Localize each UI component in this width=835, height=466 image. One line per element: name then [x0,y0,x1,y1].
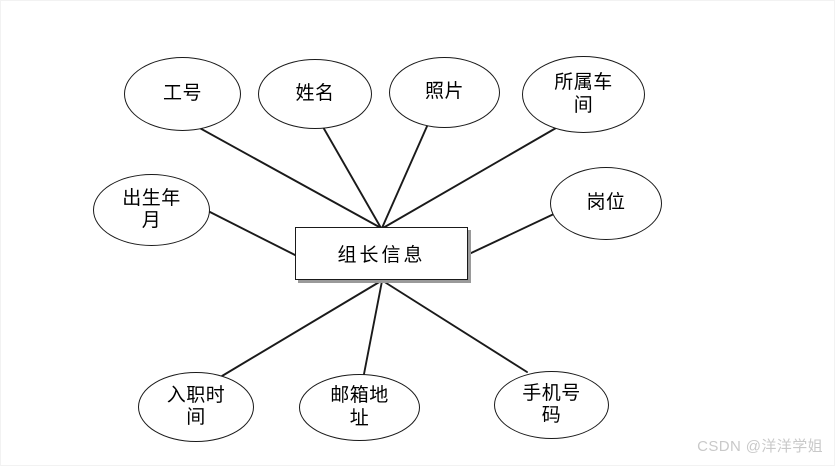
attribute-ellipse-gangwei[interactable]: 岗位 [550,167,662,240]
attribute-ellipse-suoshuchejian[interactable]: 所属车 间 [522,56,645,133]
edge-gonghao-to-entity [195,125,382,229]
attribute-ellipse-zhaopian[interactable]: 照片 [389,57,500,128]
entity-label: 组长信息 [337,245,426,266]
edge-ruzhishijian-to-entity [221,280,382,377]
attribute-label-youxiangdizhi: 邮箱地 址 [330,385,389,429]
edge-shoujihaoma-to-entity [382,280,528,373]
attribute-ellipse-xingming[interactable]: 姓名 [258,59,372,129]
csdn-watermark: CSDN @洋洋学姐 [697,438,823,455]
attribute-ellipse-shoujihaoma[interactable]: 手机号 码 [494,371,609,439]
attribute-label-suoshuchejian: 所属车 间 [554,72,613,116]
attribute-ellipse-gonghao[interactable]: 工号 [124,57,241,131]
attribute-label-zhaopian: 照片 [424,81,464,103]
attribute-label-gonghao: 工号 [162,82,202,104]
attribute-ellipse-ruzhishijian[interactable]: 入职时 间 [138,372,254,442]
edge-youxiangdizhi-to-entity [363,280,383,375]
edge-suoshuchejian-to-entity [382,127,557,229]
attribute-label-xingming: 姓名 [295,82,335,104]
attribute-label-chushengnianyue: 出生年 月 [122,187,181,231]
edge-chushengnianyue-to-entity [207,210,296,256]
edge-gangwei-to-entity [468,212,557,255]
edge-zhaopian-to-entity [381,123,429,229]
attribute-label-gangwei: 岗位 [586,192,626,214]
attribute-label-ruzhishijian: 入职时 间 [166,384,226,428]
entity-rectangle[interactable]: 组长信息 [295,227,468,280]
attribute-ellipse-chushengnianyue[interactable]: 出生年 月 [93,174,210,246]
attribute-label-shoujihaoma: 手机号 码 [522,382,581,426]
edge-xingming-to-entity [322,126,382,229]
attribute-ellipse-youxiangdizhi[interactable]: 邮箱地 址 [299,374,420,441]
